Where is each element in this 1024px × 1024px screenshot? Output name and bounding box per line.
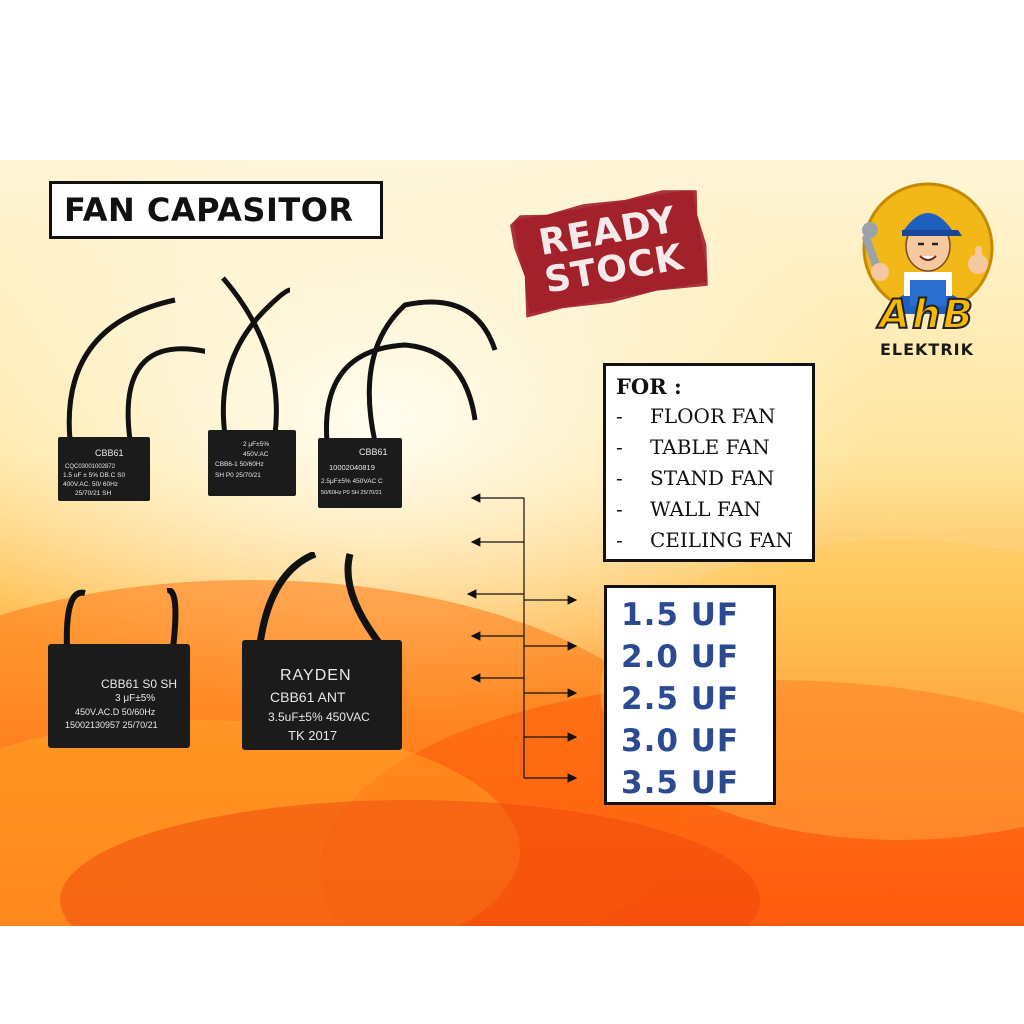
list-item-dash: - [616,435,623,459]
capacitor-2-line-2: 450V.AC [243,451,269,458]
list-item-label: TABLE FAN [650,435,770,459]
capacitance-values-box: 1.5 UF 2.0 UF 2.5 UF 3.0 UF 3.5 UF [604,585,776,805]
capacitor-1-line-1: CBB61 [95,448,124,458]
capacitor-4-line-4: 15002130957 25/70/21 [65,720,158,730]
list-item: - STAND FAN [616,463,802,494]
value-item: 2.5 UF [621,681,740,717]
capacitor-5-line-1: RAYDEN [280,667,352,684]
capacitor-3-line-2: 10002040819 [329,463,375,472]
capacitor-2-line-3: CBB6-1 50/60Hz [215,461,264,468]
capacitor-3-line-1: CBB61 [359,447,388,457]
capacitor-2-line-4: SH P0 25/70/21 [215,472,261,479]
capacitor-1-image: CBB61 CQC03001002872 1.5 uF ± 5% DB.C S0… [58,297,205,501]
usage-heading: FOR : [616,374,682,399]
capacitor-1-line-5: 25/70/21 SH [75,490,111,497]
list-item: - FLOOR FAN [616,401,802,432]
value-item: 1.5 UF [621,597,740,633]
capacitor-4-image: CBB61 S0 SH 3 μF±5% 450V.AC.D 50/60Hz 15… [48,588,190,748]
capacitor-4-line-3: 450V.AC.D 50/60Hz [75,707,156,717]
capacitor-5-image: RAYDEN CBB61 ANT 3.5uF±5% 450VAC TK 2017 [242,552,402,750]
capacitor-4-line-1: CBB61 S0 SH [101,677,177,691]
capacitor-3-line-3: 2.5μF±5% 450VAC C [321,478,383,485]
list-item-label: STAND FAN [650,466,775,490]
usage-list-box: FOR : - FLOOR FAN - TABLE FAN - STAND FAN -… [603,363,815,562]
capacitor-1-line-3: 1.5 uF ± 5% DB.C S0 [63,472,125,479]
list-item-label: WALL FAN [650,497,762,521]
capacitor-2-line-1: 2 μF±5% [243,441,269,448]
capacitor-2-image: 2 μF±5% 450V.AC CBB6-1 50/60Hz SH P0 25/… [208,276,296,496]
title-box: FAN CAPASITOR [49,181,383,239]
list-item-dash: - [616,404,623,428]
list-item: - CEILING FAN [616,525,802,556]
list-item-dash: - [616,497,623,521]
capacitor-1-line-4: 400V.AC. 50/ 60Hz [63,481,118,488]
list-item-label: CEILING FAN [650,528,793,552]
capacitor-5-line-3: 3.5uF±5% 450VAC [268,710,370,724]
list-item-dash: - [616,466,623,490]
capacitor-3-line-4: 50/60Hz P0 SH 25/70/21 [321,490,382,496]
mascot-logo-icon [862,182,994,314]
list-item-dash: - [616,528,623,552]
capacitor-3-image: CBB61 10002040819 2.5μF±5% 450VAC C 50/6… [318,299,498,508]
value-item: 3.0 UF [621,723,740,759]
capacitor-5-line-2: CBB61 ANT [270,689,346,705]
page-title: FAN CAPASITOR [64,191,354,229]
brand-logo-text: AhB [878,291,975,339]
value-item: 3.5 UF [621,765,740,801]
capacitor-4-line-2: 3 μF±5% [115,693,155,704]
capacitor-5-line-4: TK 2017 [288,728,337,743]
brand-subtitle: ELEKTRIK [879,340,975,359]
capacitor-1-line-2: CQC03001002872 [65,464,116,470]
list-item-label: FLOOR FAN [650,404,776,428]
list-item: - TABLE FAN [616,432,802,463]
list-item: - WALL FAN [616,494,802,525]
value-item: 2.0 UF [621,639,740,675]
